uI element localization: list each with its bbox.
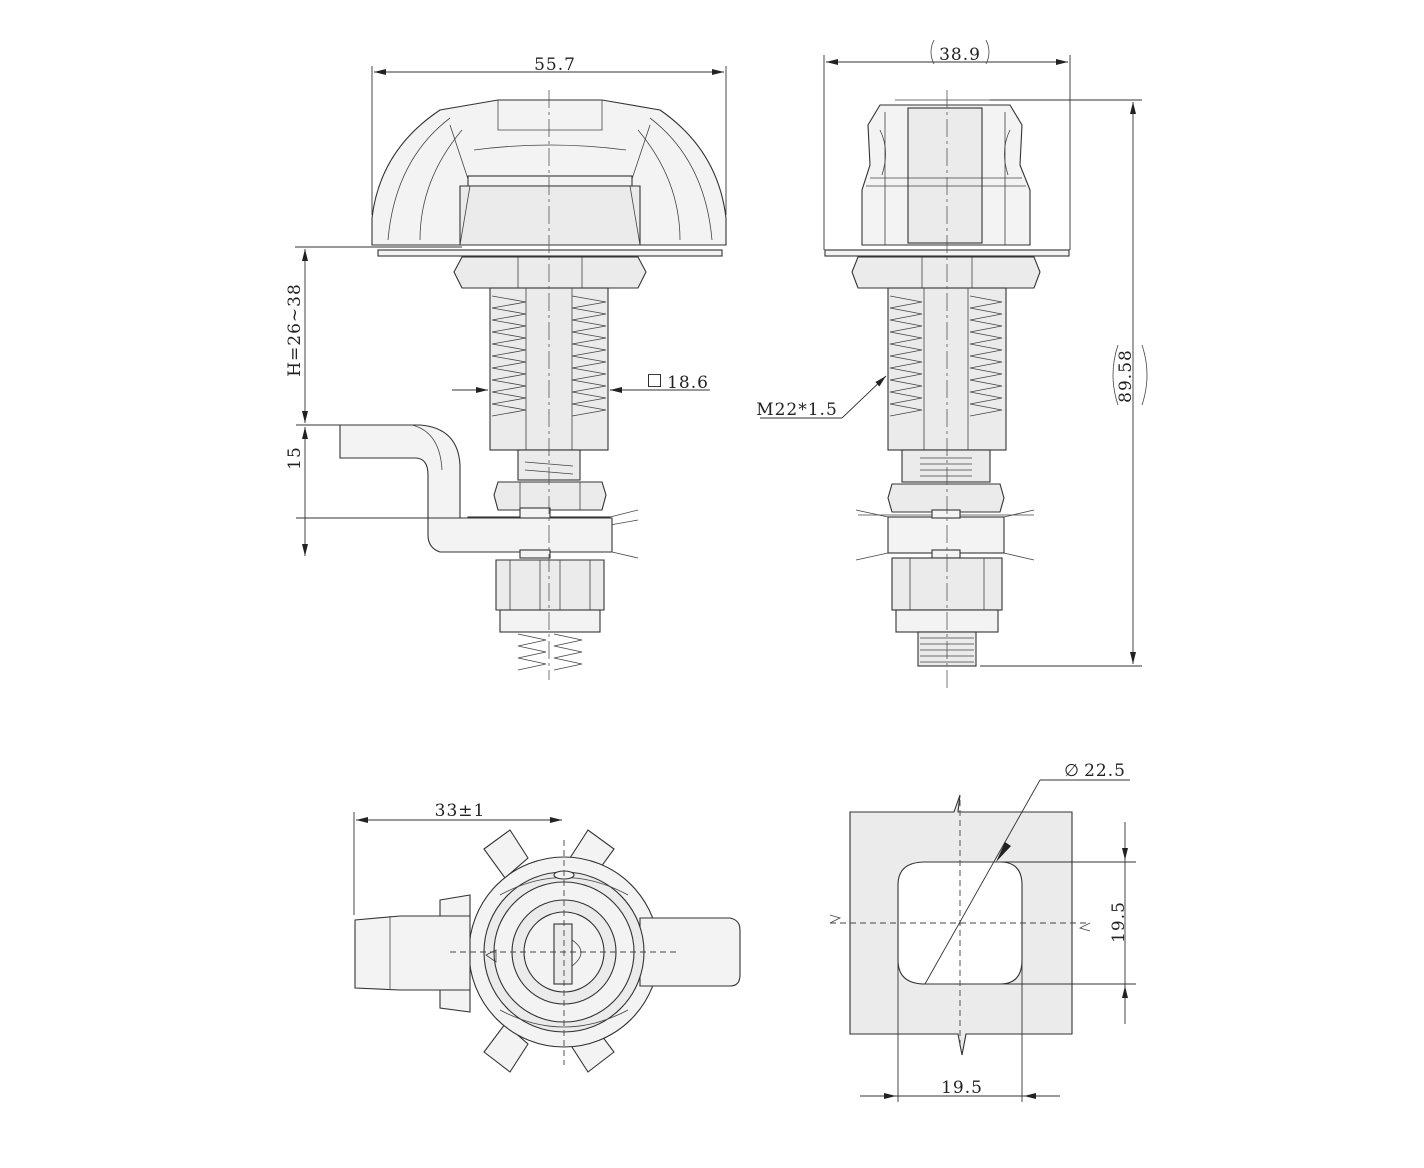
bottom-latch-arm bbox=[354, 915, 471, 991]
dim-thread: M22*1.5 bbox=[756, 400, 838, 420]
dim-side-width: 38.9 bbox=[939, 45, 981, 65]
key-slot bbox=[553, 923, 573, 985]
dim-hook-offset: 15 bbox=[285, 446, 305, 470]
dim-height-range: H=26~38 bbox=[285, 283, 305, 377]
square-symbol: □ bbox=[646, 370, 663, 390]
front-flange bbox=[377, 249, 723, 257]
front-latch-hook bbox=[339, 424, 613, 553]
dim-cutout-height: 19.5 bbox=[1109, 901, 1129, 943]
bottom-view bbox=[354, 829, 741, 1073]
dim-cutout-diameter: 22.5 bbox=[1084, 761, 1126, 781]
diameter-symbol: ∅ bbox=[1064, 761, 1080, 781]
side-view bbox=[824, 90, 1070, 692]
dimension-labels: 55.7 38.9 H=26~38 15 □ 18.6 M22*1.5 89.5… bbox=[285, 45, 1136, 1098]
dim-overall-height: 89.58 bbox=[1116, 349, 1136, 403]
dim-top-width: 55.7 bbox=[534, 55, 576, 75]
front-view bbox=[339, 90, 727, 680]
front-hex-nut bbox=[453, 256, 647, 289]
dim-bottom-width: 33±1 bbox=[435, 801, 486, 821]
dimension-lines bbox=[295, 39, 1148, 1102]
dim-cutout-width: 19.5 bbox=[941, 1078, 983, 1098]
panel-cutout-view bbox=[829, 794, 1091, 1056]
dim-square-size: 18.6 bbox=[667, 373, 709, 393]
